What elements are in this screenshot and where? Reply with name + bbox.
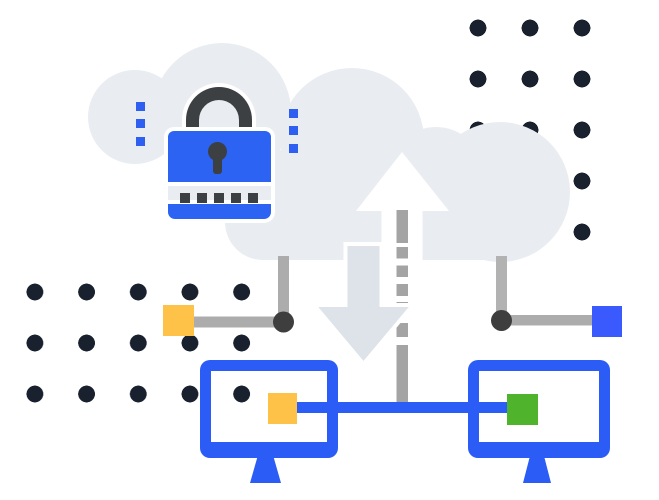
monitor-link-line <box>296 402 508 413</box>
transfer-line-dash <box>396 284 408 296</box>
lock-pin <box>214 193 224 203</box>
blue-square-accent <box>136 102 145 111</box>
network-line-right-horizontal <box>501 315 593 326</box>
dot-grid-bottom-left <box>9 266 268 420</box>
network-branch-right <box>491 256 593 331</box>
keyhole-stem <box>213 157 222 174</box>
network-endpoint-blue-square <box>592 306 622 337</box>
network-node-left <box>273 311 294 333</box>
monitor-left-stand <box>250 457 281 483</box>
lock-pin <box>248 193 258 203</box>
lock-base <box>168 204 271 219</box>
monitor-right-stand <box>523 457 551 483</box>
transfer-line-dash <box>396 265 408 277</box>
transfer-line-dash <box>396 323 408 337</box>
monitor-left-yellow-square <box>268 393 297 424</box>
keyhole-icon <box>208 142 227 161</box>
network-endpoint-yellow-square <box>163 305 194 336</box>
blue-square-accent <box>289 126 298 135</box>
monitor-right-green-square <box>507 394 538 425</box>
download-arrow-icon <box>309 242 418 368</box>
network-node-right <box>491 310 512 331</box>
blue-square-accent <box>136 119 145 128</box>
transfer-line-solid-bottom <box>396 345 408 403</box>
network-line-left-vertical <box>278 256 289 318</box>
transfer-line-dash <box>396 302 408 314</box>
blue-square-accent <box>136 137 145 146</box>
network-line-right-vertical <box>496 256 507 316</box>
lock-pin <box>231 193 241 203</box>
blue-square-accent <box>289 144 298 153</box>
blue-square-accent <box>289 109 298 118</box>
lock-pin <box>180 193 190 203</box>
lock-pin <box>197 193 207 203</box>
